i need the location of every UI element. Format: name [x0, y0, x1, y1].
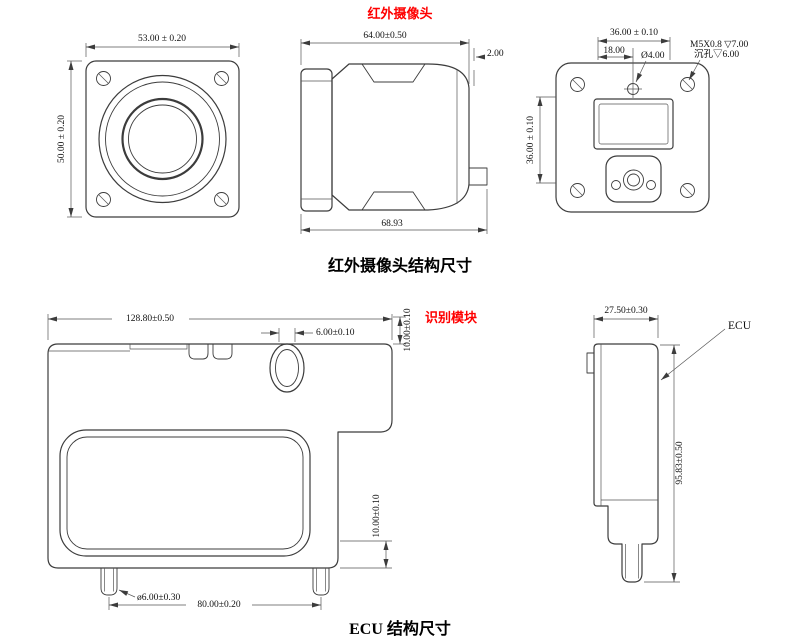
camera-title-label: 红外摄像头: [367, 6, 432, 21]
camera-side-tab: [468, 167, 488, 186]
ecu-front-left-foot: [100, 567, 118, 596]
dim-ecu-front-foot-dia: ø6.00±0.30: [137, 593, 180, 603]
camera-front-view: 53.00 ± 0.20 50.00 ± 0.20: [57, 34, 240, 218]
dim-ecu-front-top-height: 10.00±0.10: [403, 308, 413, 351]
dim-camera-back-height: 36.00 ± 0.10: [526, 116, 536, 164]
camera-back-center-hole: [624, 48, 642, 98]
dim-camera-back-width: 36.00 ± 0.10: [610, 28, 658, 38]
ecu-front-view: 128.80±0.50 6.00±0.10 10.00±0.10 10.00±0…: [47, 308, 413, 610]
dim-camera-side-total: 68.93: [381, 219, 403, 229]
camera-back-connector: [593, 98, 674, 150]
camera-side-clip-top: [361, 63, 426, 83]
ecu-front-inner-wall-inner: [66, 436, 304, 550]
dim-camera-side-width: 64.00±0.50: [363, 31, 406, 41]
dim-ecu-front-width: 128.80±0.50: [126, 314, 174, 324]
camera-back-corner-holes: [570, 77, 695, 198]
ecu-front-oval-port: [269, 343, 305, 393]
ecu-side-view: 27.50±0.30 95.83±0.50 ECU: [586, 306, 752, 583]
camera-back-connector-inner: [598, 103, 669, 145]
ecu-side-tab: [586, 352, 595, 374]
ecu-caption: ECU 结构尺寸: [349, 619, 451, 638]
camera-back-dimensions: 36.00 ± 0.10 18.00 Ø4.00 M5X0.8 ▽7.00 沉孔…: [526, 28, 748, 184]
dim-camera-side-lip: 2.00: [487, 49, 504, 59]
ecu-front-dimensions: 128.80±0.50 6.00±0.10 10.00±0.10 10.00±0…: [47, 308, 413, 610]
camera-back-bracket: [605, 155, 662, 203]
dim-ecu-front-foot-span: 80.00±0.20: [197, 600, 240, 610]
camera-back-view: 36.00 ± 0.10 18.00 Ø4.00 M5X0.8 ▽7.00 沉孔…: [526, 28, 748, 213]
camera-side-body: [331, 63, 470, 211]
dim-ecu-side-height: 95.83±0.50: [675, 441, 685, 484]
module-label: 识别模块: [425, 310, 478, 325]
camera-back-outline: [555, 62, 710, 213]
ecu-pointer-label: ECU: [728, 320, 752, 332]
camera-front-dimensions: 53.00 ± 0.20 50.00 ± 0.20: [57, 34, 240, 218]
ecu-side-dimensions: 27.50±0.30 95.83±0.50: [593, 306, 685, 583]
camera-side-view: 64.00±0.50 2.00 68.93: [300, 31, 504, 234]
ecu-front-outline: [47, 343, 393, 569]
camera-front-corner-holes: [96, 71, 229, 207]
dim-camera-back-hole-offset: 18.00: [603, 46, 625, 56]
ecu-front-top-tabs: [188, 343, 233, 360]
dim-camera-back-counterbore: 沉孔▽6.00: [694, 49, 739, 60]
dim-ecu-side-depth: 27.50±0.30: [604, 306, 647, 316]
dim-ecu-front-bottom-height: 10.00±0.10: [372, 494, 382, 537]
ecu-side-outline: [593, 343, 659, 583]
camera-side-clip-bottom: [361, 191, 426, 211]
dim-camera-back-thread: M5X0.8 ▽7.00: [690, 40, 748, 50]
camera-front-outline: [85, 60, 240, 218]
ecu-front-right-foot: [312, 567, 330, 596]
camera-side-flange: [300, 68, 333, 212]
camera-lens: [98, 74, 227, 204]
dim-camera-back-hole-dia: Ø4.00: [641, 51, 665, 61]
dim-camera-front-height: 50.00 ± 0.20: [57, 115, 67, 163]
dim-ecu-front-port-width: 6.00±0.10: [316, 328, 355, 338]
camera-caption: 红外摄像头结构尺寸: [328, 256, 472, 275]
ecu-front-inner-wall-outer: [59, 429, 311, 557]
dim-camera-front-width: 53.00 ± 0.20: [138, 34, 186, 44]
camera-side-dimensions: 64.00±0.50 2.00 68.93: [300, 31, 504, 234]
ecu-pointer-callout: ECU: [660, 320, 752, 381]
